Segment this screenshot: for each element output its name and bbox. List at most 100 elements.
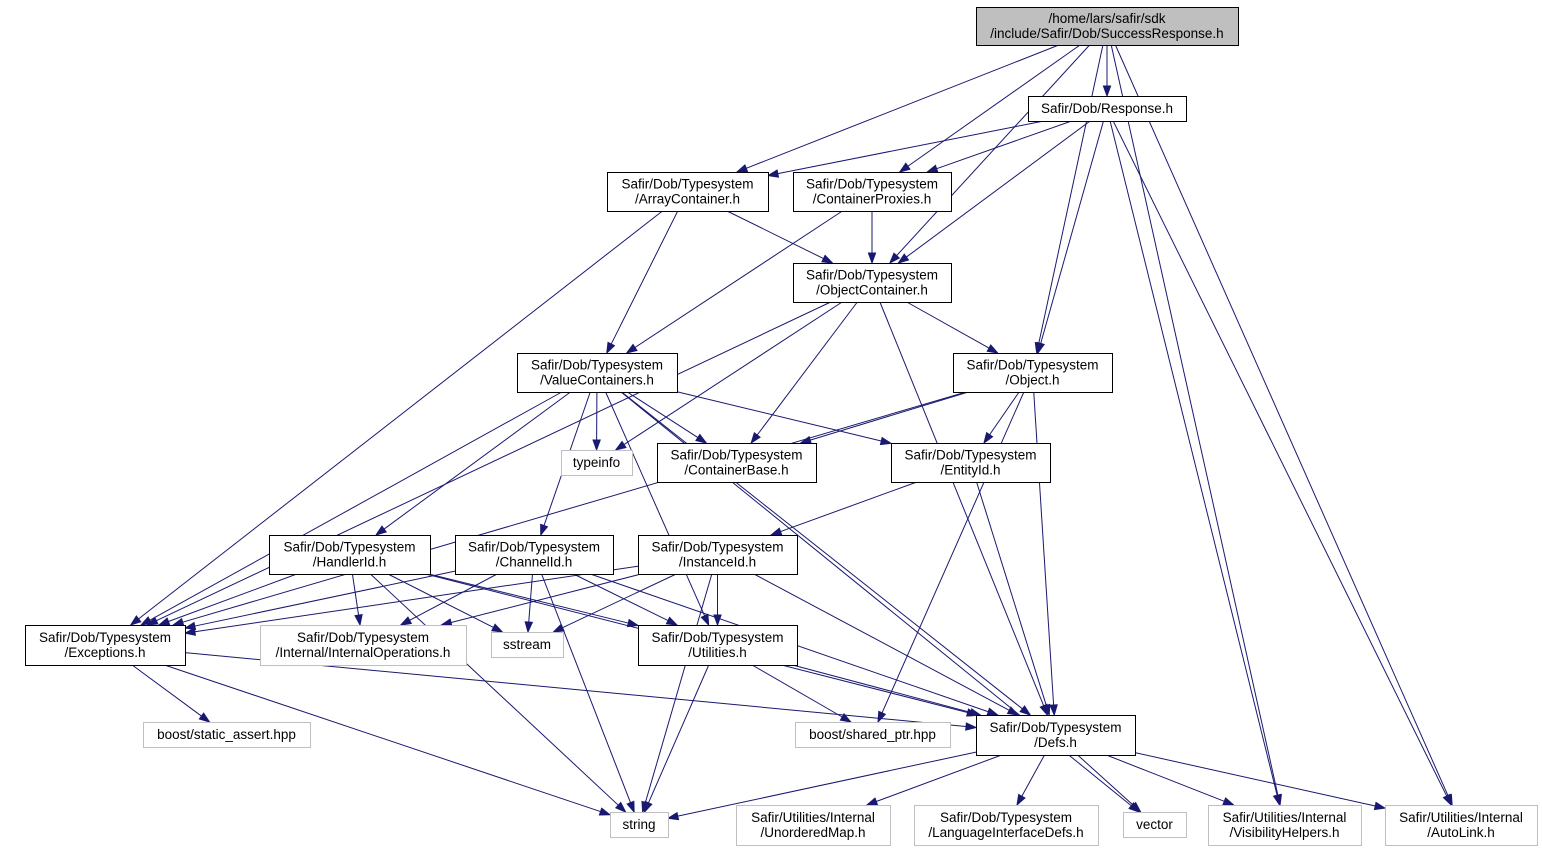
node-box	[607, 172, 769, 212]
edge-line	[810, 391, 969, 441]
edge-arrowhead	[439, 618, 453, 627]
edge-utilities-to-sharedptr	[751, 664, 853, 723]
node-label-line: Safir/Dob/Typesystem	[651, 540, 783, 555]
edge-success-to-arraycont	[735, 44, 1060, 173]
edge-objcont-to-typeinfo	[614, 301, 843, 451]
node-label-line: Safir/Dob/Typesystem	[468, 540, 600, 555]
node-internalops: Safir/Dob/Typesystem/Internal/InternalOp…	[260, 625, 467, 666]
node-valuecont[interactable]: Safir/Dob/Typesystem/ValueContainers.h	[517, 353, 678, 393]
edge-line	[907, 44, 1081, 167]
edge-arrowhead	[700, 613, 710, 627]
edge-line	[1040, 120, 1104, 344]
edge-channelid-to-utilities	[573, 573, 679, 626]
edge-channelid-to-internalops	[399, 573, 498, 626]
node-label-line: Safir/Dob/Typesystem	[966, 358, 1098, 373]
edge-line	[989, 391, 1020, 436]
node-handlerid[interactable]: Safir/Dob/Typesystem/HandlerId.h	[269, 535, 431, 575]
edge-defs-to-unorderedmap	[865, 754, 1002, 806]
node-label-line: string	[622, 817, 655, 832]
edge-arrowhead	[183, 621, 197, 631]
edge-arrowhead	[969, 708, 982, 717]
edge-contproxies-to-objcont	[867, 211, 877, 265]
node-objcont[interactable]: Safir/Dob/Typesystem/ObjectContainer.h	[793, 263, 952, 303]
node-defs[interactable]: Safir/Dob/Typesystem/Defs.h	[976, 715, 1136, 756]
node-label-line: Safir/Utilities/Internal	[1399, 810, 1523, 825]
node-entityid[interactable]: Safir/Dob/Typesystem/EntityId.h	[891, 443, 1051, 483]
node-label-line: Safir/Dob/Typesystem	[940, 810, 1072, 825]
edge-arrowhead	[897, 253, 910, 264]
edge-contproxies-to-valuecont	[625, 210, 843, 354]
edge-object-to-entityid	[983, 391, 1020, 445]
node-sstream: sstream	[491, 632, 564, 658]
node-box	[561, 450, 633, 476]
edge-line	[777, 120, 1044, 175]
node-instanceid[interactable]: Safir/Dob/Typesystem/InstanceId.h	[638, 535, 798, 575]
node-success[interactable]: /home/lars/safir/sdk/include/Safir/Dob/S…	[976, 7, 1239, 46]
edge-line	[726, 210, 824, 260]
edge-arrowhead	[592, 439, 601, 452]
edge-defs-to-langiface	[1016, 754, 1045, 807]
node-label-line: /Utilities.h	[688, 645, 747, 660]
edge-arrowhead	[735, 164, 749, 173]
node-label-line: /ArrayContainer.h	[635, 192, 740, 207]
edge-line	[1033, 391, 1055, 706]
edge-arrowhead	[666, 811, 680, 821]
node-box	[638, 535, 798, 575]
node-box	[143, 722, 311, 748]
edge-arrowhead	[1036, 341, 1046, 355]
edge-arrowhead	[625, 343, 638, 354]
edge-line	[906, 301, 990, 349]
node-label-line: vector	[1136, 817, 1173, 832]
edge-arrowhead	[821, 254, 834, 264]
edge-line	[131, 664, 202, 717]
edge-response-to-object	[1036, 120, 1104, 355]
edge-object-to-contbase	[799, 391, 969, 445]
edge-handlerid-to-string	[370, 573, 627, 814]
edge-arraycont-to-exceptions	[129, 210, 663, 626]
edge-arrowhead	[1272, 793, 1282, 807]
edge-line	[1134, 752, 1376, 807]
edge-arrowhead	[898, 162, 911, 173]
edge-arrowhead	[1016, 793, 1026, 807]
edge-line	[528, 573, 533, 623]
node-box	[1208, 805, 1362, 846]
node-object[interactable]: Safir/Dob/Typesystem/Object.h	[953, 353, 1113, 393]
node-utilities[interactable]: Safir/Dob/Typesystem/Utilities.h	[638, 625, 798, 666]
nodes-layer: /home/lars/safir/sdk/include/Safir/Dob/S…	[25, 7, 1538, 846]
node-label-line: /ChannelId.h	[496, 555, 573, 570]
node-label-line: /AutoLink.h	[1427, 825, 1495, 840]
node-visibility: Safir/Utilities/Internal/VisibilityHelpe…	[1208, 805, 1362, 846]
edge-arrowhead	[750, 432, 761, 445]
node-box	[953, 353, 1113, 393]
edge-line	[138, 210, 663, 620]
edge-defs-to-autolink	[1134, 752, 1387, 811]
node-arraycont[interactable]: Safir/Dob/Typesystem/ArrayContainer.h	[607, 172, 769, 212]
edge-line	[644, 573, 713, 803]
node-response[interactable]: Safir/Dob/Response.h	[1028, 96, 1187, 122]
edge-line	[573, 573, 669, 622]
edge-object-to-defs	[1033, 391, 1058, 717]
edge-arrowhead	[552, 623, 565, 633]
node-label-line: /Defs.h	[1034, 735, 1077, 750]
edge-arrowhead	[614, 801, 627, 814]
edge-defs-to-visibility	[1106, 754, 1235, 806]
node-contproxies[interactable]: Safir/Dob/Typesystem/ContainerProxies.h	[793, 172, 952, 212]
node-exceptions[interactable]: Safir/Dob/Typesystem/Exceptions.h	[25, 625, 186, 666]
edge-instanceid-to-exceptions	[183, 565, 639, 636]
node-contbase[interactable]: Safir/Dob/Typesystem/ContainerBase.h	[657, 443, 817, 483]
node-channelid[interactable]: Safir/Dob/Typesystem/ChannelId.h	[455, 535, 614, 575]
node-label-line: Safir/Dob/Typesystem	[621, 177, 753, 192]
edge-line	[626, 391, 699, 438]
edge-response-to-arraycont	[766, 120, 1044, 178]
edge-arrowhead	[1442, 793, 1452, 807]
edge-instanceid-to-internalops	[439, 573, 642, 627]
node-label-line: Safir/Dob/Typesystem	[806, 177, 938, 192]
edge-channelid-to-string	[541, 573, 635, 814]
edge-channelid-to-exceptions	[183, 570, 456, 631]
edge-valuecont-to-typeinfo	[592, 391, 601, 452]
edge-object-to-sharedptr	[877, 391, 1025, 724]
edge-arrowhead	[1222, 797, 1235, 806]
node-label-line: /InstanceId.h	[679, 555, 756, 570]
edge-arrowhead	[877, 710, 887, 724]
